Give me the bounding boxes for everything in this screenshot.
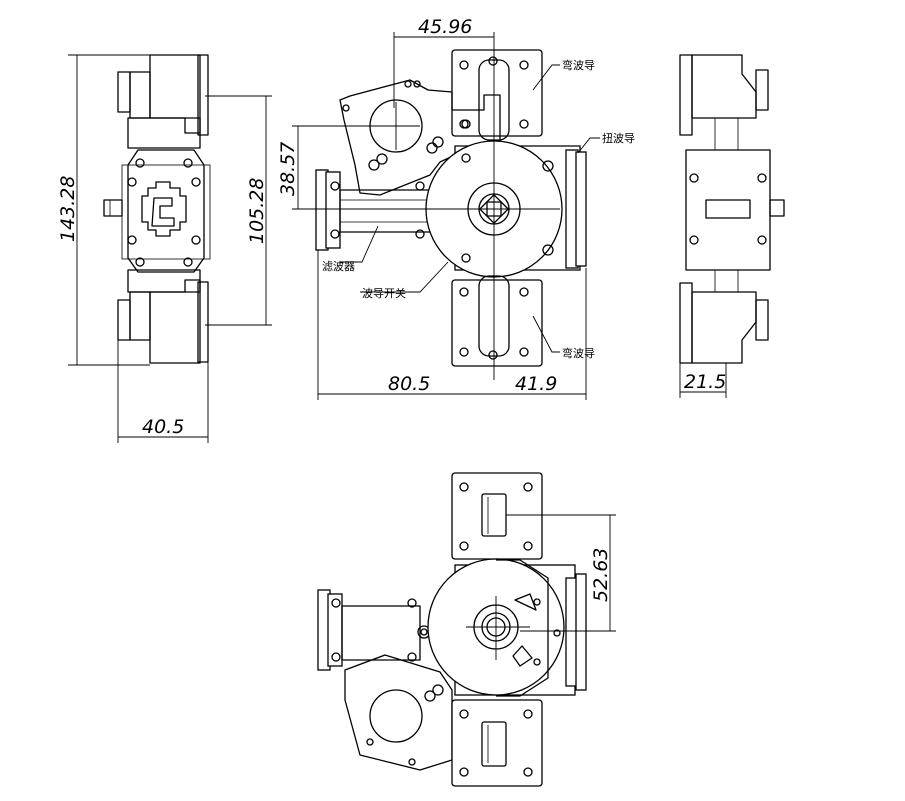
right-side-view [679, 54, 785, 364]
callout-filter: 滤波器 [322, 260, 355, 273]
callout-leaders [340, 64, 600, 353]
dim-vertical-offset: 38.57 [277, 142, 299, 196]
dim-inner-height: 105.28 [246, 178, 268, 244]
bottom-view [317, 472, 587, 787]
top-view-dimensions [292, 32, 587, 400]
dim-depth: 21.5 [684, 371, 726, 393]
dim-overall-height: 143.28 [57, 176, 79, 242]
left-side-view [103, 54, 211, 364]
dim-side-width: 40.5 [142, 416, 184, 438]
callout-bend-top: 弯波导 [562, 58, 595, 72]
top-view [315, 40, 587, 380]
dim-top-offset: 45.96 [418, 16, 472, 38]
left-dimensions [68, 54, 272, 443]
dim-bottom-offset: 52.63 [590, 548, 612, 602]
callout-switch: 波导开关 [362, 286, 406, 300]
callout-bend-bottom: 弯波导 [562, 346, 595, 360]
right-view-dimensions [679, 363, 727, 398]
dim-left-length: 80.5 [388, 373, 430, 395]
dim-right-length: 41.9 [515, 373, 557, 395]
callout-twist: 扭波导 [602, 131, 635, 145]
bottom-view-dimensions [506, 514, 616, 632]
